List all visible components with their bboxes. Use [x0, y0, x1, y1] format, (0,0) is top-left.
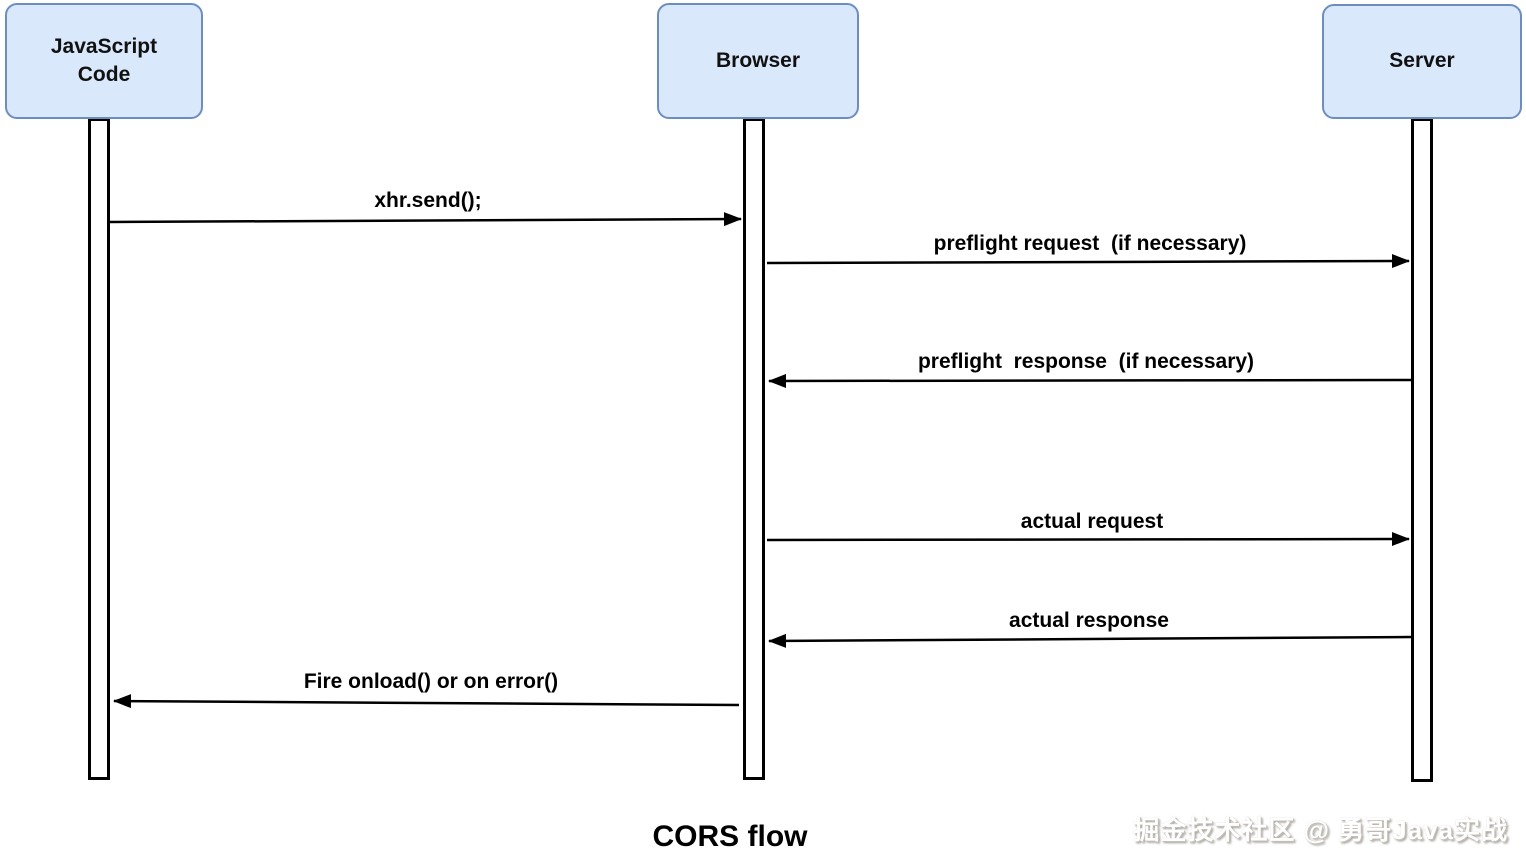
actor-javascript-code-label: JavaScript Code: [50, 34, 158, 86]
arrow-preflight-request: [766, 254, 1410, 269]
lifeline-server: [1411, 118, 1433, 782]
message-label-actual-response: actual response: [1009, 609, 1169, 632]
arrow-actual-request: [766, 532, 1410, 547]
watermark-text: 掘金技术社区 @ 勇哥Java实战: [1133, 815, 1508, 845]
message-label-preflight-request: preflight request (if necessary): [933, 232, 1247, 255]
actor-browser: Browser: [657, 3, 859, 119]
diagram-title: CORS flow: [652, 820, 808, 853]
lifeline-browser: [743, 118, 765, 780]
arrow-preflight-response: [768, 373, 1413, 388]
actor-server-label: Server: [1389, 49, 1455, 73]
lifeline-javascript-code: [88, 118, 110, 780]
message-label-xhr-send: xhr.send();: [374, 189, 482, 212]
arrow-xhr-send: [109, 212, 742, 227]
actor-server: Server: [1322, 4, 1522, 119]
message-label-fire-onload-onerror: Fire onload() or on error(): [303, 670, 559, 693]
message-label-actual-request: actual request: [1020, 510, 1164, 533]
actor-browser-label: Browser: [715, 48, 801, 72]
arrow-actual-response: [768, 633, 1413, 648]
arrow-fire-onload-onerror: [113, 694, 740, 709]
message-label-preflight-response: preflight response (if necessary): [917, 350, 1255, 373]
actor-javascript-code: JavaScript Code: [5, 3, 203, 119]
